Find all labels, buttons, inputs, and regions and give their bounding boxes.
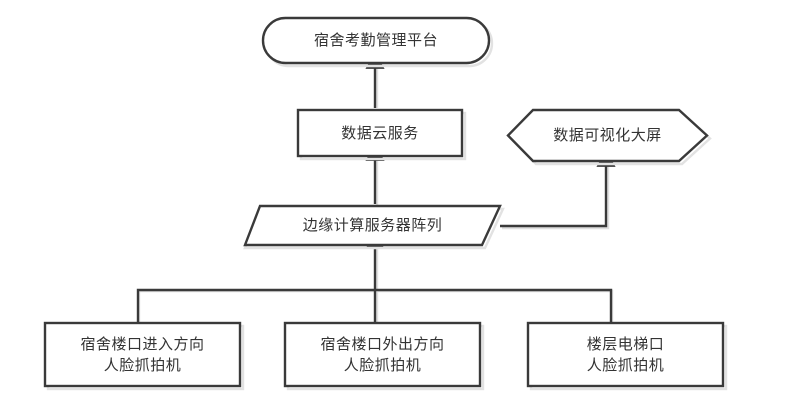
node-camera-elevator[interactable]: [526, 321, 725, 388]
connector-array-to-visualization: [500, 150, 616, 228]
node-camera-entry[interactable]: [43, 321, 242, 388]
node-edge-server-array[interactable]: [243, 204, 502, 247]
node-camera-exit[interactable]: [283, 321, 482, 388]
node-platform[interactable]: [261, 16, 491, 65]
node-cloud-service[interactable]: [296, 108, 464, 158]
connectors-group: [136, 52, 616, 325]
shapes-group: [43, 16, 725, 388]
node-visualization-screen[interactable]: [506, 108, 709, 163]
